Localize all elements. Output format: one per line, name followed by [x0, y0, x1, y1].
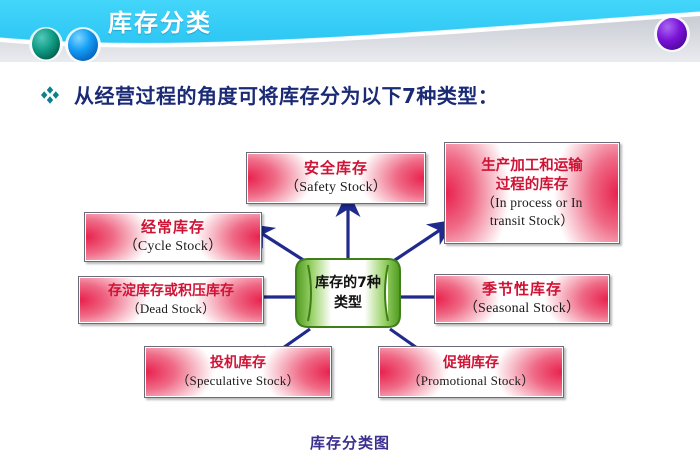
node-title-en: （Promotional Stock） — [407, 372, 535, 388]
center-node-text: 库存的7种 类型 — [315, 273, 381, 314]
node-title-en: （In process or In — [481, 195, 583, 211]
center-line-2: 类型 — [334, 295, 362, 311]
diamond-bullet-icon — [41, 85, 59, 104]
node-title-en: （Seasonal Stock） — [463, 300, 581, 316]
node-title-cn: 生产加工和运输 — [481, 158, 583, 175]
lead-line: 从经营过程的角度可将库存分为以下7种类型： — [40, 80, 498, 109]
node-inprocess-stock[interactable]: 生产加工和运输 过程的库存 （In process or In transit … — [444, 142, 620, 244]
node-seasonal-stock[interactable]: 季节性库存 （Seasonal Stock） — [434, 274, 610, 324]
center-line-1: 库存的7种 — [315, 274, 381, 291]
header-banner: 库存分类 — [0, 0, 700, 62]
node-cycle-stock-text: 经常库存 （Cycle Stock） — [124, 218, 223, 255]
lead-text: 从经营过程的角度可将库存分为以下7种类型： — [74, 84, 499, 108]
node-title-en: （Speculative Stock） — [176, 372, 300, 388]
node-title-cn: 季节性库存 — [481, 280, 562, 299]
banner-shape — [0, 0, 700, 62]
node-safety-stock-text: 安全库存 （Safety Stock） — [285, 159, 387, 196]
node-dead-stock[interactable]: 存淀库存或积压库存 （Dead Stock） — [78, 276, 264, 324]
figure-caption: 库存分类图 — [309, 434, 390, 452]
node-title-en: （Dead Stock） — [126, 300, 216, 316]
node-speculative-stock[interactable]: 投机库存 （Speculative Stock） — [144, 346, 332, 398]
arrow-to-inprocess-stock — [391, 219, 456, 264]
slide-title: 库存分类 — [108, 9, 212, 37]
node-title-en: （Cycle Stock） — [123, 238, 223, 254]
node-title-cn: 存淀库存或积压库存 — [108, 282, 234, 299]
diagram-center-node[interactable]: 库存的7种 类型 — [292, 255, 404, 331]
node-seasonal-stock-text: 季节性库存 （Seasonal Stock） — [464, 280, 580, 317]
node-title-cn: 投机库存 — [210, 354, 266, 371]
node-promotional-stock[interactable]: 促销库存 （Promotional Stock） — [378, 346, 564, 398]
teal-circle — [32, 28, 60, 60]
node-title-en-2: transit Stock） — [489, 212, 575, 228]
node-promotional-stock-text: 促销库存 （Promotional Stock） — [408, 355, 535, 390]
node-title-cn-2: 过程的库存 — [495, 176, 569, 193]
blue-circle — [68, 29, 98, 61]
node-safety-stock[interactable]: 安全库存 （Safety Stock） — [246, 152, 426, 204]
node-cycle-stock[interactable]: 经常库存 （Cycle Stock） — [84, 212, 262, 262]
center-shape — [295, 258, 401, 328]
node-title-cn: 促销库存 — [442, 354, 499, 371]
node-title-en: （Safety Stock） — [285, 179, 387, 195]
node-dead-stock-text: 存淀库存或积压库存 （Dead Stock） — [108, 283, 234, 318]
inventory-classification-diagram: 安全库存 （Safety Stock） 生产加工和运输 过程的库存 （In pr… — [0, 130, 700, 420]
purple-circle — [657, 18, 687, 50]
node-speculative-stock-text: 投机库存 （Speculative Stock） — [176, 355, 299, 390]
node-title-cn: 安全库存 — [303, 159, 368, 178]
node-inprocess-stock-text: 生产加工和运输 过程的库存 （In process or In transit … — [481, 157, 583, 229]
node-title-cn: 经常库存 — [140, 218, 205, 237]
